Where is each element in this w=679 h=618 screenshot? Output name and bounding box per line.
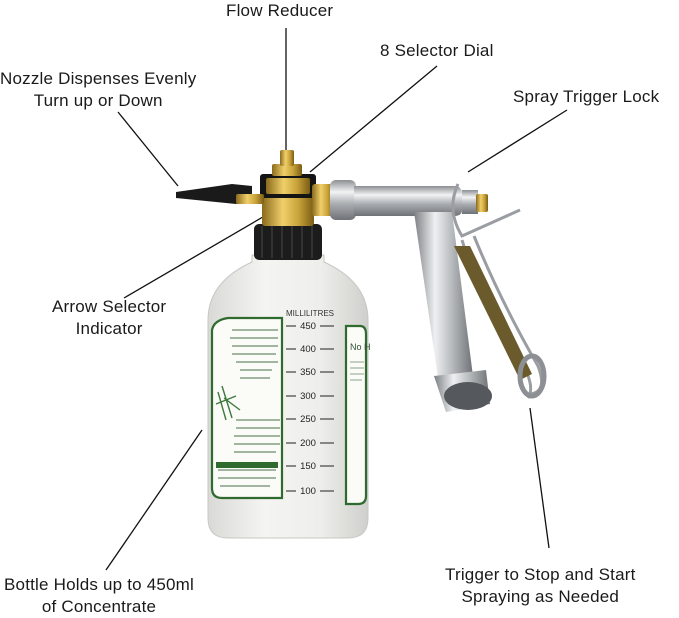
- scale-mark: 300: [300, 391, 316, 402]
- callout-text-line2: Indicator: [75, 319, 143, 338]
- leader-nozzle: [117, 111, 179, 187]
- scale-mark: 100: [300, 486, 316, 497]
- bottle: No H MILLILITRES 450 400 350 300: [207, 254, 371, 539]
- callout-text-line2: of Concentrate: [41, 597, 157, 616]
- callout-text-line1: Bottle Holds up to 450ml: [4, 575, 195, 594]
- callout-text-line1: Arrow Selector: [52, 297, 167, 316]
- bottle-capacity-callout: Bottle Holds up to 450ml of Concentrate: [4, 574, 194, 618]
- leader-selector-dial: [309, 65, 438, 173]
- nozzle-callout: Nozzle Dispenses Evenly Turn up or Down: [0, 68, 196, 112]
- scale-mark: 400: [300, 344, 316, 355]
- leader-arrow-selector: [123, 213, 269, 299]
- hose-connector: [312, 184, 334, 216]
- scale-mark: 350: [300, 367, 316, 378]
- selector-dial: [260, 150, 316, 226]
- flow-reducer-callout: Flow Reducer: [226, 0, 333, 22]
- nozzle: [176, 184, 264, 204]
- leader-lines: [105, 28, 568, 571]
- gun-barrel: [330, 180, 488, 220]
- trigger-callout: Trigger to Stop and Start Spraying as Ne…: [445, 564, 636, 608]
- callout-text-line2: Turn up or Down: [33, 91, 163, 110]
- scale-mark: 150: [300, 461, 316, 472]
- measurement-scale: MILLILITRES 450 400 350 300 250 200 150 …: [286, 309, 334, 497]
- scale-mark: 450: [300, 321, 316, 332]
- callout-text-line2: Spraying as Needed: [461, 587, 620, 606]
- callout-text-line1: Trigger to Stop and Start: [445, 565, 636, 584]
- flow-reducer-knob: [280, 150, 294, 166]
- callout-text-line1: Nozzle Dispenses Evenly: [0, 69, 197, 88]
- callout-text: Spray Trigger Lock: [513, 87, 660, 106]
- callout-text: 8 Selector Dial: [380, 41, 494, 60]
- leader-trigger: [529, 407, 550, 549]
- scale-title: MILLILITRES: [286, 309, 334, 318]
- callout-text: Flow Reducer: [226, 1, 334, 20]
- arrow-selector-callout: Arrow Selector Indicator: [52, 296, 166, 340]
- scale-mark: 250: [300, 414, 316, 425]
- trigger-lever: [454, 246, 547, 399]
- leader-trigger-lock: [467, 109, 568, 173]
- gun-handle: [414, 212, 492, 412]
- bottle-side-label-title: No H: [350, 342, 371, 352]
- scale-mark: 200: [300, 438, 316, 449]
- trigger-lock-callout: Spray Trigger Lock: [513, 86, 659, 108]
- leader-bottle: [105, 429, 203, 571]
- bottle-cap: [254, 224, 322, 260]
- selector-dial-callout: 8 Selector Dial: [380, 40, 494, 62]
